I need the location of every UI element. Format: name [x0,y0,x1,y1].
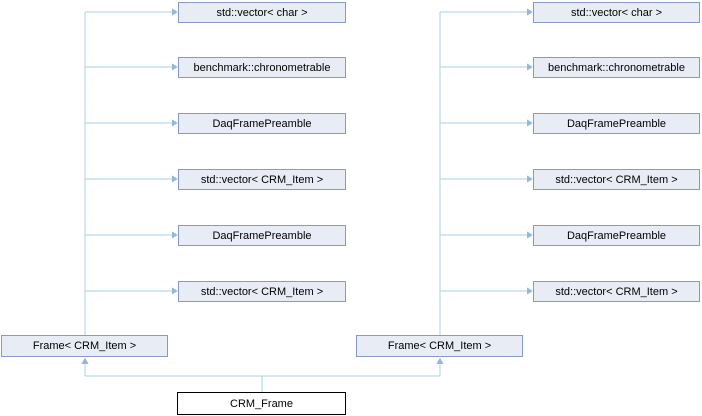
arrow-right-icon [527,175,533,183]
node-left-std-vector-crm-item-2[interactable]: std::vector< CRM_Item > [178,281,346,302]
node-right-daqframepreamble-2[interactable]: DaqFramePreamble [533,225,700,246]
node-left-daqframepreamble-2[interactable]: DaqFramePreamble [178,225,346,246]
node-right-benchmark-chronometrable[interactable]: benchmark::chronometrable [533,57,700,78]
arrow-up-icon [81,357,89,364]
node-main-crm-frame: CRM_Frame [177,392,346,415]
arrow-right-icon [172,287,178,295]
node-right-std-vector-char[interactable]: std::vector< char > [533,2,700,23]
node-right-std-vector-crm-item-1[interactable]: std::vector< CRM_Item > [533,169,700,190]
arrow-right-icon [172,8,178,16]
left-member-edges [85,8,178,295]
arrow-right-icon [172,231,178,239]
arrow-right-icon [527,119,533,127]
arrow-right-icon [172,175,178,183]
node-base-frame-crm-item-right[interactable]: Frame< CRM_Item > [356,335,523,357]
node-base-frame-crm-item-left[interactable]: Frame< CRM_Item > [1,335,168,357]
node-left-std-vector-crm-item-1[interactable]: std::vector< CRM_Item > [178,169,346,190]
arrow-right-icon [527,287,533,295]
arrow-right-icon [172,63,178,71]
arrow-right-icon [527,231,533,239]
arrow-right-icon [527,8,533,16]
node-right-std-vector-crm-item-2[interactable]: std::vector< CRM_Item > [533,281,700,302]
node-right-daqframepreamble-1[interactable]: DaqFramePreamble [533,113,700,134]
node-left-std-vector-char[interactable]: std::vector< char > [178,2,346,23]
arrow-right-icon [527,63,533,71]
arrow-right-icon [172,119,178,127]
arrow-up-icon [436,357,444,364]
node-left-benchmark-chronometrable[interactable]: benchmark::chronometrable [178,57,346,78]
node-left-daqframepreamble-1[interactable]: DaqFramePreamble [178,113,346,134]
inheritance-edges [81,357,444,392]
right-member-edges [440,8,533,295]
